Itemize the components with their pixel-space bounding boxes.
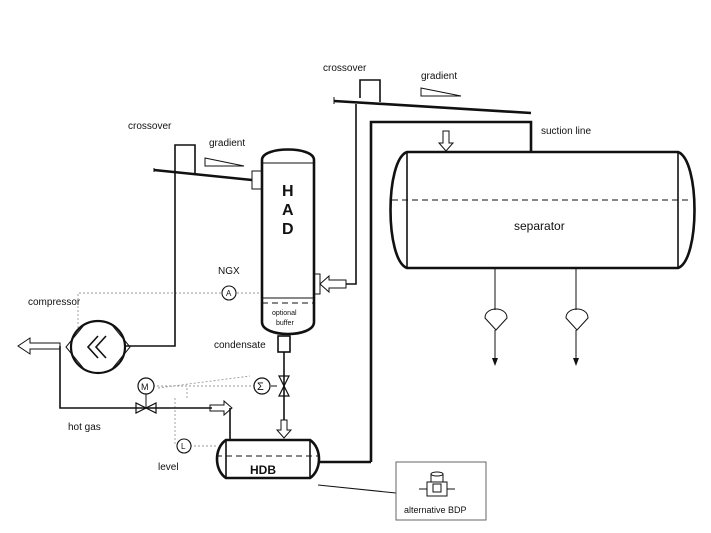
condensate-nozzle — [277, 335, 291, 353]
hot-gas-valve — [135, 392, 157, 414]
had-letter-d: D — [282, 221, 294, 238]
level-label: level — [158, 462, 179, 473]
separator-inlet-arrow — [437, 130, 455, 152]
bdp-device-icon — [419, 471, 455, 497]
gradient-pipe-right — [333, 99, 532, 115]
crossover-left-label: crossover — [128, 121, 172, 132]
suction-line-label: suction line — [541, 126, 591, 137]
gradient-right-label: gradient — [421, 71, 457, 82]
separator-pump-right — [565, 268, 589, 366]
compressor-outlet-arrow — [17, 337, 61, 355]
crossover-right-label: crossover — [323, 63, 367, 74]
had-letter-a: A — [282, 202, 294, 219]
summation-controller — [253, 377, 271, 395]
hdb-inlet-arrow — [275, 419, 293, 439]
alternative-bdp-label: alternative BDP — [404, 505, 467, 515]
motor-actuator — [137, 377, 155, 395]
separator-pump-left — [484, 268, 508, 366]
bdp-callout-line — [317, 484, 397, 494]
summation-symbol: Σ — [257, 381, 264, 393]
crossover-right — [333, 79, 381, 104]
crossover-right-pipe — [346, 104, 357, 285]
level-symbol: L — [181, 442, 186, 451]
gradient-left-label: gradient — [209, 138, 245, 149]
hot-gas-label: hot gas — [68, 422, 101, 433]
optional-buffer-label-1: optional — [272, 310, 297, 317]
condensate-valve — [271, 375, 290, 397]
hot-gas-pipe — [59, 346, 212, 409]
compressor-label: compressor — [28, 297, 81, 308]
hdb-label: HDB — [250, 463, 276, 477]
gradient-pipe-left — [153, 168, 253, 182]
separator-vessel — [389, 150, 696, 270]
gradient-wedge-right — [420, 87, 462, 97]
level-sensor — [176, 438, 192, 454]
had-letter-h: H — [282, 183, 294, 200]
had-inlet-arrow — [319, 274, 347, 294]
had-vessel — [251, 148, 321, 336]
condensate-label: condensate — [214, 340, 266, 351]
gradient-wedge-left — [204, 157, 245, 167]
compressor — [65, 319, 131, 375]
crossover-left-pipe — [126, 163, 176, 347]
separator-label: separator — [514, 219, 565, 233]
motor-symbol: M — [141, 382, 149, 392]
suction-line-pipe — [369, 120, 533, 462]
ngx-analyzer — [221, 285, 237, 301]
ngx-label: NGX — [218, 266, 240, 277]
signal-lines — [77, 292, 262, 447]
optional-buffer-label-2: buffer — [276, 320, 294, 327]
hot-gas-arrow — [209, 399, 233, 417]
hdb-vessel — [215, 438, 321, 480]
analyzer-symbol: A — [226, 289, 232, 298]
